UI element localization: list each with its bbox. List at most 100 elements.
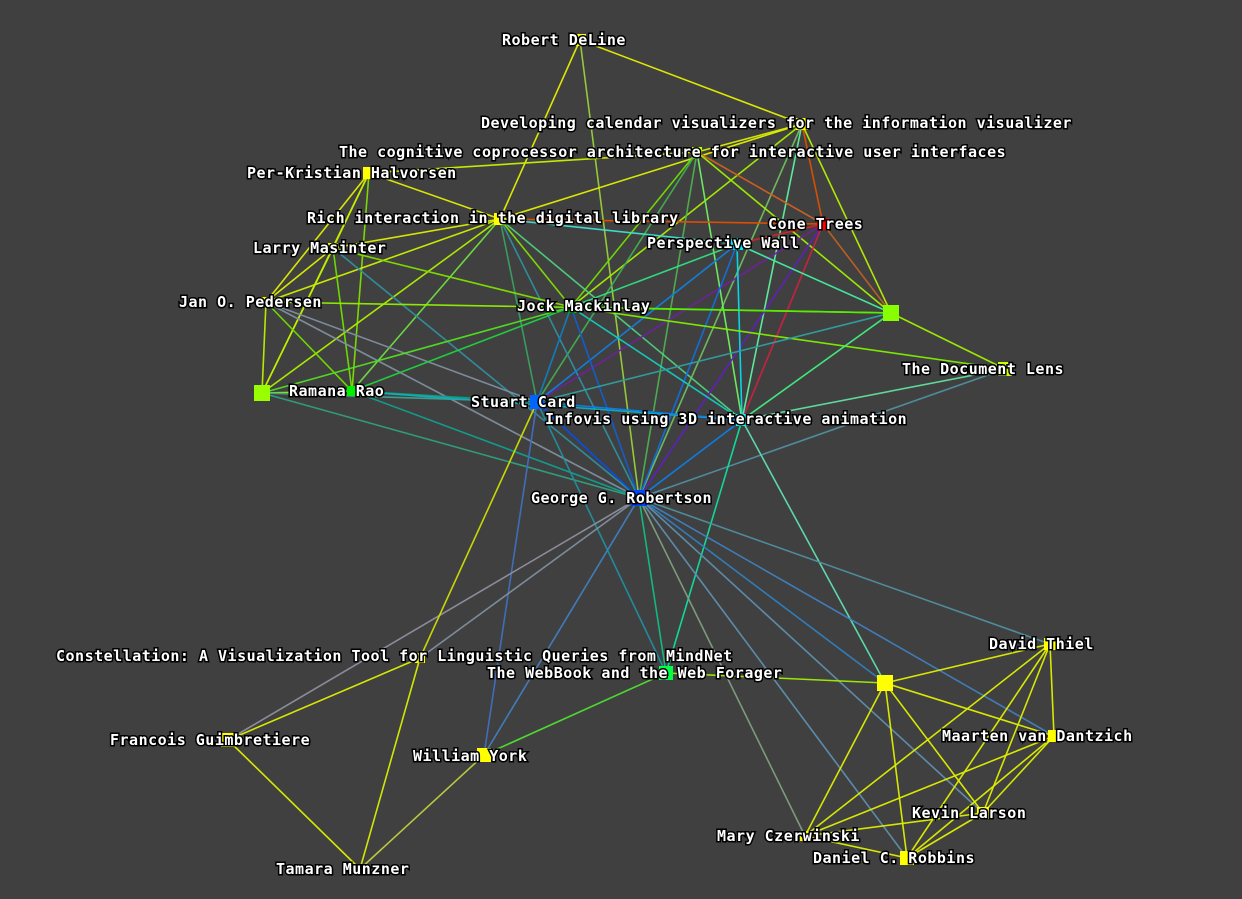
graph-node-the-document-lens[interactable] <box>998 362 1012 376</box>
edge-n5-n16 <box>499 218 743 421</box>
edge-n20-n24 <box>1049 643 1055 737</box>
edge-n5-n17 <box>499 218 640 499</box>
graph-node-cone-trees[interactable] <box>817 218 829 230</box>
edge-n5-n6 <box>499 218 824 225</box>
graph-node-perspective-wall[interactable] <box>731 238 743 250</box>
edge-n21-n24 <box>884 682 1055 737</box>
edge-n3-n15 <box>536 151 698 403</box>
graph-node-daniel-c-robbins[interactable] <box>900 851 914 865</box>
node-label: The Document Lens <box>902 360 1064 378</box>
edge-n12-n16 <box>741 368 1006 421</box>
node-label: Per-Kristian Halvorsen <box>247 164 457 182</box>
edge-n3-n10 <box>570 151 698 308</box>
edge-n1-n5 <box>499 39 581 220</box>
graph-node-unlabeled[interactable] <box>254 385 270 401</box>
graph-node-the-webbook-and-the-web-forager[interactable] <box>659 666 673 680</box>
edge-n7-n10 <box>570 243 738 308</box>
edge-n15-n19 <box>536 401 667 674</box>
graph-node-jan-o-pedersen[interactable] <box>261 297 271 307</box>
edge-n6-n16 <box>741 223 824 421</box>
edge-n16-n21 <box>741 419 886 684</box>
edge-n11-n15 <box>536 312 892 403</box>
edge-n11-n12 <box>890 312 1006 370</box>
graph-node-david-thiel[interactable] <box>1044 638 1056 650</box>
edge-n3-n11 <box>696 151 892 314</box>
edge-n15-n16 <box>536 401 743 421</box>
edge-n2-n5 <box>499 123 803 220</box>
graph-node-stuart-card[interactable] <box>530 395 544 409</box>
node-label: Kevin Larson <box>912 804 1026 822</box>
node-label: The WebBook and the Web Forager <box>487 664 782 682</box>
graph-node-per-kristian-halvorsen[interactable] <box>363 167 375 179</box>
graph-node-jock-mackinlay[interactable] <box>565 301 577 313</box>
graph-node-larry-masinter[interactable] <box>328 243 338 253</box>
edge-n2-n17 <box>638 123 803 499</box>
node-label: Constellation: A Visualization Tool for … <box>56 647 733 665</box>
node-label: Ramana Rao <box>289 382 384 400</box>
graph-node-tamara-munzner[interactable] <box>355 864 365 874</box>
edge-n19-n23 <box>483 672 667 756</box>
edge-n3-n6 <box>696 151 824 225</box>
graph-node-infovis-using-3d-interactive-animation[interactable] <box>736 414 748 426</box>
graph-node-george-g-robertson[interactable] <box>631 490 647 506</box>
edge-n7-n15 <box>536 243 738 403</box>
edge-n17-n24 <box>638 497 1055 737</box>
edge-n25-n26 <box>804 812 984 837</box>
edge-n5-n13 <box>261 218 501 394</box>
graph-node-constellation-a-visualization-tool-for-l[interactable] <box>415 653 425 663</box>
edge-n8-n9 <box>265 247 334 303</box>
edge-n17-n20 <box>638 497 1051 645</box>
edge-n10-n16 <box>570 306 743 421</box>
graph-node-unlabeled[interactable] <box>877 675 893 691</box>
graph-node-rich-interaction-in-the-digital-library[interactable] <box>494 213 506 225</box>
edge-n10-n11 <box>570 306 892 314</box>
edge-n14-n17 <box>351 390 640 499</box>
graph-node-robert-deline[interactable] <box>574 34 586 46</box>
graph-node-the-cognitive-coprocessor-architecture-f[interactable] <box>692 147 702 157</box>
edge-n25-n27 <box>906 812 984 859</box>
edge-n12-n17 <box>638 368 1006 499</box>
edge-n21-n27 <box>884 682 908 859</box>
graph-node-william-york[interactable] <box>477 748 491 762</box>
graph-node-ramana-rao[interactable] <box>347 386 357 396</box>
edge-n3-n16 <box>696 151 743 421</box>
edge-n23-n28 <box>359 754 485 870</box>
graph-node-mary-czerwinski[interactable] <box>800 831 810 841</box>
edge-n5-n15 <box>499 218 538 403</box>
node-label: Perspective Wall <box>647 234 800 252</box>
edge-n18-n22 <box>227 657 421 741</box>
graph-node-francois-guimbretiere[interactable] <box>221 733 235 747</box>
edge-n8-n10 <box>332 247 572 308</box>
edge-n22-n28 <box>227 739 361 870</box>
edge-n21-n25 <box>884 682 984 814</box>
edge-n17-n25 <box>638 497 984 814</box>
node-label: Francois Guimbretiere <box>110 731 310 749</box>
edge-n7-n17 <box>638 243 738 499</box>
edge-n21-n26 <box>804 682 886 837</box>
edge-n16-n17 <box>638 419 743 499</box>
edge-n3-n4 <box>368 151 698 174</box>
node-label: Daniel C. Robbins <box>813 849 975 867</box>
node-label: Jock Mackinlay <box>517 297 650 315</box>
edge-n24-n25 <box>982 735 1055 814</box>
edge-n6-n15 <box>536 223 824 403</box>
node-label: Developing calendar visualizers for the … <box>481 114 1072 132</box>
edge-n15-n17 <box>536 401 640 499</box>
graph-node-developing-calendar-visualizers-for-the-[interactable] <box>796 118 808 130</box>
edge-n10-n17 <box>570 306 640 499</box>
edge-n24-n26 <box>804 735 1055 837</box>
graph-node-unlabeled[interactable] <box>883 305 899 321</box>
edge-n17-n19 <box>638 497 667 674</box>
node-label: Mary Czerwinski <box>717 827 860 845</box>
edge-n5-n10 <box>499 218 572 308</box>
node-label: Cone Trees <box>768 215 863 233</box>
edge-n8-n14 <box>332 247 353 392</box>
edge-n13-n14 <box>261 390 353 394</box>
edge-n10-n14 <box>351 306 572 392</box>
graph-node-kevin-larson[interactable] <box>977 807 989 819</box>
edge-n26-n27 <box>804 835 908 859</box>
graph-node-maarten-van-dantzich[interactable] <box>1048 730 1060 742</box>
edge-n5-n8 <box>332 218 501 249</box>
edge-n17-n21 <box>638 497 886 684</box>
